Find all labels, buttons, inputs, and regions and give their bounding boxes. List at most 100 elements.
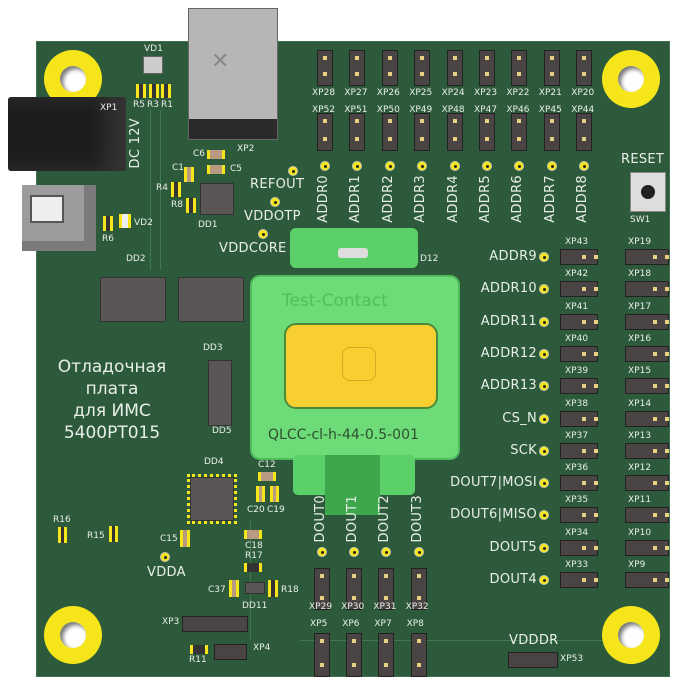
signal-testpoint[interactable] xyxy=(413,547,424,557)
pin-header[interactable] xyxy=(560,572,598,588)
header-label: XP21 xyxy=(538,88,562,98)
signal-testpoint[interactable] xyxy=(539,381,549,392)
pin-header[interactable] xyxy=(446,50,463,86)
pin-header[interactable] xyxy=(378,633,395,677)
pin-header[interactable] xyxy=(625,442,669,459)
signal-testpoint[interactable] xyxy=(349,547,360,557)
addr-testpoint[interactable] xyxy=(449,161,460,171)
addr-testpoint[interactable] xyxy=(579,161,590,171)
vdda-testpoint[interactable] xyxy=(160,552,170,562)
pin-header[interactable] xyxy=(625,345,669,362)
pin-header[interactable] xyxy=(625,249,669,265)
pin-header[interactable] xyxy=(511,50,528,86)
pin-header[interactable] xyxy=(314,633,330,677)
signal-testpoint[interactable] xyxy=(539,510,549,521)
pin-header[interactable] xyxy=(560,345,598,362)
pin-header[interactable] xyxy=(625,313,669,330)
pin-header[interactable] xyxy=(560,378,598,395)
refout-testpoint[interactable] xyxy=(288,166,298,176)
pin-header[interactable] xyxy=(625,281,669,298)
pin-header[interactable] xyxy=(314,568,330,610)
pin-header[interactable] xyxy=(560,313,598,330)
signal-testpoint[interactable] xyxy=(539,284,549,295)
addr-testpoint[interactable] xyxy=(352,161,363,171)
pin-header[interactable] xyxy=(479,113,495,151)
header-label: XP37 xyxy=(565,430,589,441)
pin-header[interactable] xyxy=(381,50,398,86)
vddotp-testpoint[interactable] xyxy=(270,197,280,207)
pin-header[interactable] xyxy=(479,50,495,86)
header-pin xyxy=(653,513,657,518)
pin-header[interactable] xyxy=(625,539,669,556)
addr-testpoint[interactable] xyxy=(384,161,395,171)
signal-testpoint[interactable] xyxy=(539,478,549,489)
pin-header[interactable] xyxy=(625,572,669,588)
header-pin xyxy=(594,287,598,292)
xp4-header[interactable] xyxy=(214,644,247,660)
signal-label: ADDR9 xyxy=(489,249,537,264)
mounting-hole xyxy=(602,50,660,108)
pin-header[interactable] xyxy=(543,50,560,86)
pin-header[interactable] xyxy=(560,249,598,265)
pin-header[interactable] xyxy=(560,507,598,524)
vddcore-testpoint[interactable] xyxy=(258,229,268,239)
pin-header[interactable] xyxy=(346,633,363,677)
pin-header[interactable] xyxy=(446,113,463,151)
pin-header[interactable] xyxy=(625,410,669,427)
header-pin xyxy=(653,481,657,486)
pin-header[interactable] xyxy=(576,113,593,151)
pin-header[interactable] xyxy=(414,50,431,86)
pin-header[interactable] xyxy=(378,568,395,610)
header-label: XP25 xyxy=(409,88,433,98)
header-pin xyxy=(387,119,392,123)
addr-testpoint[interactable] xyxy=(482,161,492,171)
addr-testpoint[interactable] xyxy=(320,161,330,171)
addr-testpoint[interactable] xyxy=(514,161,525,171)
pin-header[interactable] xyxy=(560,442,598,459)
pin-header[interactable] xyxy=(511,113,528,151)
signal-testpoint[interactable] xyxy=(539,252,549,262)
reset-button[interactable] xyxy=(630,172,666,212)
signal-testpoint[interactable] xyxy=(539,445,549,456)
header-pin xyxy=(420,119,425,123)
pin-header[interactable] xyxy=(317,113,333,151)
signal-testpoint[interactable] xyxy=(539,348,549,359)
pin-header[interactable] xyxy=(560,281,598,298)
pin-header[interactable] xyxy=(414,113,431,151)
pin-header[interactable] xyxy=(349,113,366,151)
board-title-line: Отладочная xyxy=(57,357,167,377)
header-pin xyxy=(355,137,360,141)
xp2-connector[interactable]: ✕ xyxy=(188,8,278,140)
xp3-header[interactable] xyxy=(182,616,248,632)
pin-header[interactable] xyxy=(349,50,366,86)
socket-latch-tab[interactable] xyxy=(325,455,380,515)
test-socket-lid[interactable]: Test-Contact QLCC-cl-h-44-0.5-001 xyxy=(250,275,460,460)
signal-testpoint[interactable] xyxy=(539,575,549,585)
pin-header[interactable] xyxy=(625,475,669,492)
pin-header[interactable] xyxy=(381,113,398,151)
dc-power-jack[interactable] xyxy=(8,97,126,171)
signal-testpoint[interactable] xyxy=(539,316,549,327)
header-pin xyxy=(323,72,327,76)
pin-header[interactable] xyxy=(625,507,669,524)
pin-header[interactable] xyxy=(560,475,598,492)
resistor xyxy=(244,563,262,572)
signal-testpoint[interactable] xyxy=(381,547,392,557)
pin-header[interactable] xyxy=(560,410,598,427)
pin-header[interactable] xyxy=(317,50,333,86)
pin-header[interactable] xyxy=(410,633,427,677)
pin-header[interactable] xyxy=(576,50,593,86)
pin-header[interactable] xyxy=(543,113,560,151)
signal-testpoint[interactable] xyxy=(539,542,549,553)
pin-header[interactable] xyxy=(346,568,363,610)
power-switch[interactable] xyxy=(22,185,96,251)
signal-testpoint[interactable] xyxy=(317,547,327,557)
addr-testpoint[interactable] xyxy=(417,161,428,171)
xp53-header[interactable] xyxy=(508,652,558,668)
pin-header[interactable] xyxy=(625,378,669,395)
pin-header[interactable] xyxy=(410,568,427,610)
pin-header[interactable] xyxy=(560,539,598,556)
addr-testpoint[interactable] xyxy=(546,161,557,171)
signal-testpoint[interactable] xyxy=(539,413,549,424)
board-title-line: для ИМС xyxy=(73,401,151,421)
